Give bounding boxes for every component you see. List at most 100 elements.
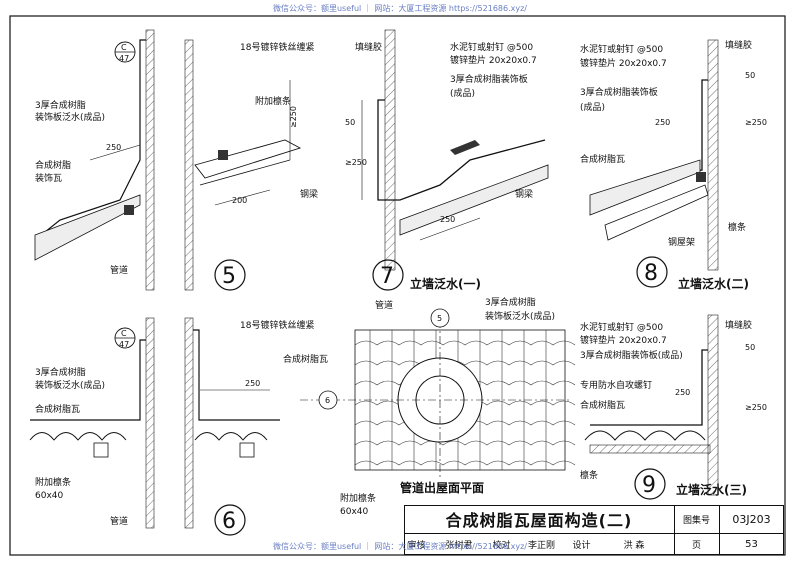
label-pipe-6: 管道 [110, 515, 128, 527]
detail-number-5: 5 [222, 264, 236, 289]
svg-text:3厚合成树脂装饰板(成品): 3厚合成树脂装饰板(成品) [580, 349, 683, 361]
sheet-title: 合成树脂瓦屋面构造(二) [445, 511, 633, 530]
detail-number-6: 6 [222, 509, 236, 534]
dim-250-5: 250 [106, 143, 121, 152]
review-label: 审核 [407, 541, 426, 551]
checker: 李正刚 [527, 541, 555, 551]
svg-text:250: 250 [675, 388, 690, 397]
dim-250-6: 250 [245, 379, 260, 388]
svg-text:C: C [121, 43, 127, 52]
svg-text:5: 5 [437, 314, 442, 323]
caption-9: 立墙泛水(三) [676, 482, 747, 497]
svg-text:≥250: ≥250 [745, 118, 767, 127]
svg-text:管道: 管道 [375, 299, 393, 311]
pipe-5b [184, 39, 194, 291]
svg-text:合成树脂瓦: 合成树脂瓦 [580, 153, 625, 165]
label-tile-5a: 合成树脂 [35, 159, 71, 171]
purlin-5b [218, 150, 228, 160]
svg-text:专用防水自攻螺钉: 专用防水自攻螺钉 [580, 379, 652, 391]
beam-7 [399, 164, 549, 236]
svg-text:填缝胶: 填缝胶 [725, 319, 752, 331]
reviewer: 张树君 [445, 541, 473, 551]
no-circle-5 [214, 259, 246, 291]
svg-text:6: 6 [325, 396, 330, 405]
wall-9 [707, 314, 719, 496]
svg-text:附加檩条: 附加檩条 [340, 492, 376, 504]
detail-8: 50 ≥250 250 填缝胶 水泥钉或射钉 @500 镀锌垫片 20x20x0… [580, 39, 767, 291]
svg-text:C: C [121, 329, 127, 338]
svg-text:≥250: ≥250 [345, 158, 367, 167]
svg-text:檩条: 檩条 [728, 221, 746, 233]
tile-5 [34, 194, 141, 261]
label-wire-5: 18号镀锌铁丝缠紧 [240, 41, 314, 53]
svg-text:3厚合成树脂装饰板: 3厚合成树脂装饰板 [580, 86, 658, 98]
detail-6: 250 C 47 18号镀锌铁丝缠紧 3厚合成树脂 装饰板泛水(成品) 合成树脂… [29, 317, 314, 536]
svg-text:装饰板泛水(成品): 装饰板泛水(成品) [485, 310, 555, 322]
purlin-5 [124, 205, 134, 215]
svg-text:合成树脂瓦: 合成树脂瓦 [580, 399, 625, 411]
atlas-label: 图集号 [682, 515, 710, 526]
label-flash-6b: 装饰板泛水(成品) [35, 379, 105, 391]
svg-text:水泥钉或射钉 @500: 水泥钉或射钉 @500 [580, 321, 663, 333]
beam-5 [194, 139, 302, 179]
pipe-6b [184, 317, 194, 529]
svg-text:≥250: ≥250 [745, 403, 767, 412]
label-wire-6: 18号镀锌铁丝缠紧 [240, 319, 314, 331]
detail-number-7: 7 [380, 264, 394, 289]
plan-view: 5 6 管道 3厚合成树脂 装饰板泛水(成品) 合成树脂瓦 附加檩条 60x40… [283, 296, 576, 517]
svg-text:50: 50 [345, 118, 355, 127]
detail-5: 250 200 ≥250 C 47 18号镀锌铁丝缠紧 3厚合成树脂 装饰板泛水… [34, 29, 318, 291]
page-label: 页 [691, 541, 701, 551]
svg-text:合成树脂瓦: 合成树脂瓦 [283, 353, 328, 365]
caption-8: 立墙泛水(二) [678, 276, 749, 291]
wall-5 [145, 29, 155, 291]
label-board-7b: (成品) [450, 87, 475, 99]
label-flash-5b: 装饰板泛水(成品) [35, 111, 105, 123]
svg-text:3厚合成树脂: 3厚合成树脂 [485, 296, 536, 308]
label-add-5: 附加檩条 [255, 95, 291, 107]
detail-number-9: 9 [642, 473, 656, 498]
atlas-no: 03J203 [732, 512, 771, 526]
svg-text:47: 47 [119, 54, 129, 63]
svg-text:镀锌垫片 20x20x0.7: 镀锌垫片 20x20x0.7 [580, 334, 667, 346]
watermark-bottom: 微信公众号：额里useful ｜ 网站：大厦工程资源 https://52168… [272, 542, 528, 551]
wall-7 [384, 29, 396, 271]
designer: 洪 森 [623, 541, 645, 551]
title-block: 合成树脂瓦屋面构造(二) 图集号 03J203 页 53 审核 张树君 校对 李… [404, 505, 784, 555]
label-tile-6: 合成树脂瓦 [35, 403, 80, 415]
svg-text:钢屋架: 钢屋架 [668, 236, 695, 248]
label-flash-5a: 3厚合成树脂 [35, 99, 86, 111]
design-label: 设计 [572, 541, 591, 551]
svg-text:镀锌垫片 20x20x0.7: 镀锌垫片 20x20x0.7 [580, 57, 667, 69]
wall-6 [145, 317, 155, 529]
label-sealant-7: 填缝胶 [355, 41, 382, 53]
label-flash-6a: 3厚合成树脂 [35, 366, 86, 378]
check-label: 校对 [492, 541, 511, 551]
svg-text:50: 50 [745, 71, 755, 80]
svg-text:(成品): (成品) [580, 101, 605, 113]
label-add-6: 附加檩条 [35, 476, 71, 488]
page-no: 53 [745, 539, 758, 550]
flashing-5 [34, 39, 146, 241]
caption-7: 立墙泛水(一) [410, 276, 481, 291]
svg-text:水泥钉或射钉 @500: 水泥钉或射钉 @500 [580, 43, 663, 55]
wall-8 [707, 39, 719, 271]
sheet-border [9, 15, 786, 556]
purlin-6 [93, 442, 109, 458]
dim-200-5: 200 [232, 196, 247, 205]
svg-text:60x40: 60x40 [340, 507, 369, 517]
watermark-top: 微信公众号：额里useful ｜ 网站：大厦工程资源 https://52168… [272, 4, 528, 13]
dim-ge250-5: ≥250 [289, 106, 298, 128]
label-beam-5: 钢梁 [300, 188, 318, 200]
svg-text:50: 50 [745, 343, 755, 352]
label-pad-7: 镀锌垫片 20x20x0.7 [450, 54, 537, 66]
label-beam-7: 钢梁 [515, 188, 533, 200]
label-board-7a: 3厚合成树脂装饰板 [450, 73, 528, 85]
label-size-6: 60x40 [35, 491, 64, 501]
svg-text:250: 250 [655, 118, 670, 127]
label-tile-5b: 装饰瓦 [35, 172, 62, 184]
detail-number-8: 8 [644, 261, 658, 286]
svg-text:250: 250 [440, 215, 455, 224]
svg-text:47: 47 [119, 340, 129, 349]
